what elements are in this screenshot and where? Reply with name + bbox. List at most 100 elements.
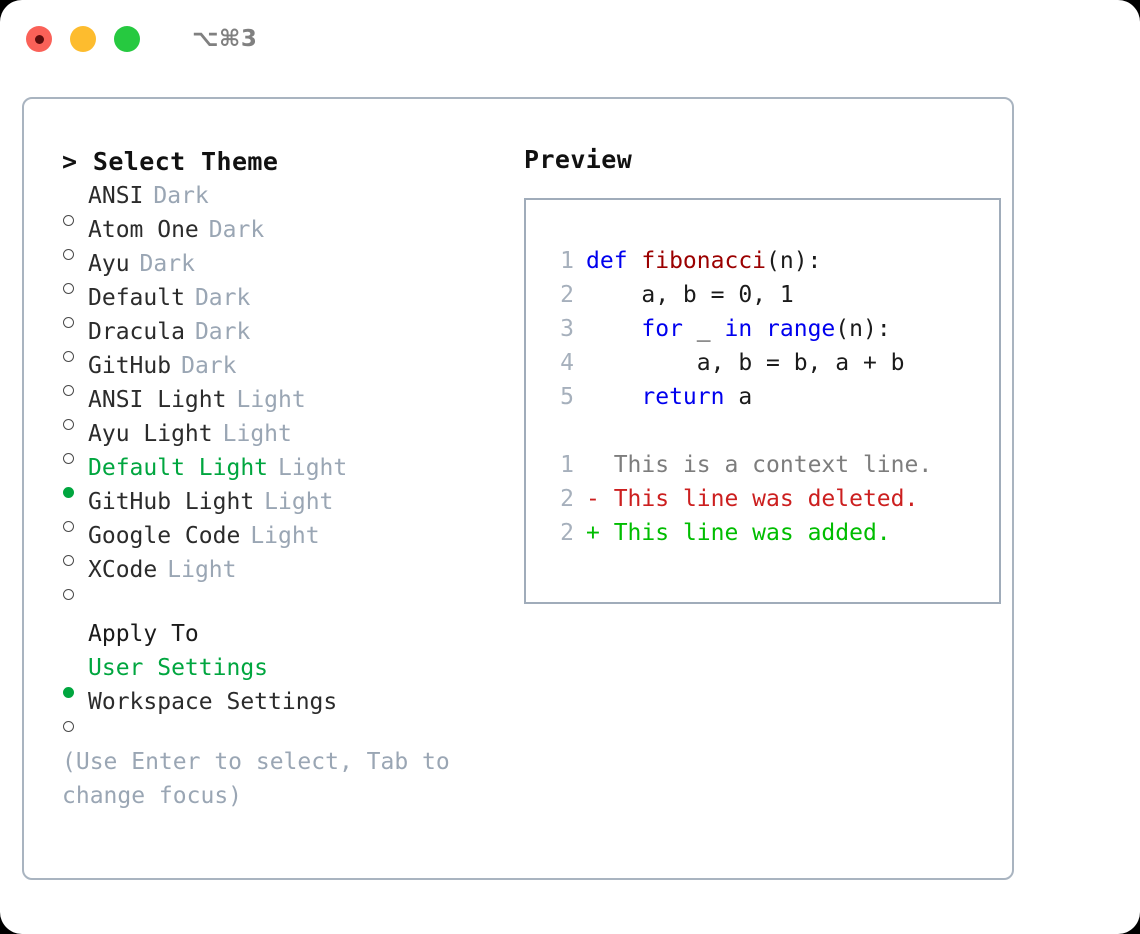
code-token: (n): bbox=[766, 248, 822, 274]
theme-option-label: Google Code bbox=[88, 523, 241, 549]
theme-option-label: XCode bbox=[88, 557, 158, 583]
code-token: (n): bbox=[835, 316, 891, 342]
code-content: a, b = b, a + b bbox=[586, 346, 905, 380]
diff-marker: + bbox=[586, 520, 600, 546]
theme-option-label: GitHub bbox=[88, 353, 172, 379]
theme-option-github-dark[interactable]: GitHub Dark bbox=[62, 349, 510, 396]
diff-marker: - bbox=[586, 486, 600, 512]
theme-selection-column: > Select Theme ANSI Dark Atom One Dark bbox=[40, 145, 510, 878]
line-number: 2 bbox=[560, 520, 574, 546]
code-token: a bbox=[724, 384, 753, 410]
theme-option-default-dark[interactable]: Default Dark bbox=[62, 281, 510, 328]
theme-option-tag: Light bbox=[250, 523, 320, 549]
theme-option-tag: Light bbox=[167, 557, 237, 583]
close-button[interactable] bbox=[26, 26, 52, 52]
theme-option-google-code[interactable]: Google Code Light bbox=[62, 519, 510, 566]
apply-to-header: Apply To bbox=[88, 621, 199, 647]
theme-option-tag: Dark bbox=[208, 217, 265, 243]
diff-marker bbox=[586, 448, 600, 482]
preview-column: Preview 1 def fibonacci(n): 2 a, b = 0, … bbox=[510, 145, 1012, 878]
code-diff-separator bbox=[544, 414, 999, 448]
code-token: for bbox=[641, 316, 683, 342]
preview-panel: 1 def fibonacci(n): 2 a, b = 0, 1 3 for … bbox=[524, 198, 1001, 604]
minimize-button[interactable] bbox=[70, 26, 96, 52]
preview-header: Preview bbox=[524, 145, 633, 174]
apply-to-option-label: User Settings bbox=[88, 655, 269, 681]
window-controls bbox=[26, 26, 140, 52]
diff-sample: 1 This is a context line. 2 - This line … bbox=[544, 448, 999, 550]
theme-option-default-light[interactable]: Default Light Light bbox=[62, 451, 510, 498]
theme-option-label: Ayu Light bbox=[88, 421, 213, 447]
theme-option-label: ANSI bbox=[88, 183, 144, 209]
theme-option-tag: Dark bbox=[181, 353, 237, 379]
code-line: 1 def fibonacci(n): bbox=[544, 244, 999, 278]
theme-option-tag: Light bbox=[264, 489, 334, 515]
line-number: 3 bbox=[560, 316, 574, 342]
theme-option-label: Dracula bbox=[88, 319, 185, 345]
theme-option-list: ANSI Dark Atom One Dark Ayu Dark bbox=[62, 179, 510, 600]
code-token: return bbox=[641, 384, 725, 410]
code-token: a, b = 0, 1 bbox=[586, 282, 794, 308]
code-token: range bbox=[766, 316, 836, 342]
code-token: in bbox=[724, 316, 753, 342]
code-sample: 1 def fibonacci(n): 2 a, b = 0, 1 3 for … bbox=[544, 244, 999, 414]
apply-to-option-workspace-settings[interactable]: Workspace Settings bbox=[62, 685, 510, 732]
theme-option-tag: Light bbox=[222, 421, 292, 447]
theme-option-atom-one-dark[interactable]: Atom One Dark bbox=[62, 213, 510, 260]
code-token: def bbox=[586, 248, 642, 274]
title-bar: ⌥⌘3 bbox=[0, 0, 1140, 78]
theme-option-tag: Dark bbox=[194, 319, 251, 345]
apply-to-option-label: Workspace Settings bbox=[88, 689, 338, 715]
theme-option-xcode[interactable]: XCode Light bbox=[62, 553, 510, 600]
diff-content: This line was deleted. bbox=[599, 486, 919, 512]
code-content: for _ in range(n): bbox=[586, 312, 891, 346]
maximize-button[interactable] bbox=[114, 26, 140, 52]
code-token: fibonacci bbox=[641, 248, 767, 274]
code-line: 3 for _ in range(n): bbox=[544, 312, 999, 346]
theme-option-tag: Dark bbox=[153, 183, 209, 209]
theme-option-github-light[interactable]: GitHub Light Light bbox=[62, 485, 510, 532]
diff-line-deleted: 2 - This line was deleted. bbox=[544, 482, 999, 516]
apply-to-option-user-settings[interactable]: User Settings bbox=[62, 651, 510, 698]
select-theme-header: > Select Theme bbox=[62, 147, 279, 176]
code-token bbox=[586, 316, 641, 342]
code-token: _ bbox=[682, 316, 725, 342]
theme-option-tag: Light bbox=[236, 387, 306, 413]
theme-option-ayu-light[interactable]: Ayu Light Light bbox=[62, 417, 510, 464]
apply-to-option-list: User Settings Workspace Settings bbox=[62, 651, 510, 732]
line-number: 1 bbox=[560, 452, 574, 478]
diff-line-context: 1 This is a context line. bbox=[544, 448, 999, 482]
code-token: a, b = b, a + b bbox=[586, 350, 905, 376]
theme-option-ansi-light[interactable]: ANSI Light Light bbox=[62, 383, 510, 430]
code-line: 2 a, b = 0, 1 bbox=[544, 278, 999, 312]
code-content: return a bbox=[586, 380, 752, 414]
diff-content: This line was added. bbox=[599, 520, 891, 546]
diff-line-added: 2 + This line was added. bbox=[544, 516, 999, 550]
code-token bbox=[752, 316, 766, 342]
theme-picker-card: > Select Theme ANSI Dark Atom One Dark bbox=[22, 97, 1014, 880]
theme-option-ayu-dark[interactable]: Ayu Dark bbox=[62, 247, 510, 294]
theme-option-tag: Dark bbox=[194, 285, 251, 311]
theme-option-tag: Light bbox=[278, 455, 348, 481]
theme-option-dracula-dark[interactable]: Dracula Dark bbox=[62, 315, 510, 362]
theme-option-label: Atom One bbox=[88, 217, 199, 243]
theme-option-label: Ayu bbox=[88, 251, 130, 277]
keyboard-hint-text: (Use Enter to select, Tab to change focu… bbox=[62, 749, 464, 809]
code-content: a, b = 0, 1 bbox=[586, 278, 794, 312]
theme-option-label: Default bbox=[88, 285, 185, 311]
diff-content: This is a context line. bbox=[599, 452, 933, 478]
section-spacer bbox=[62, 587, 510, 617]
theme-option-label: GitHub Light bbox=[88, 489, 255, 515]
theme-option-label: Default Light bbox=[88, 455, 269, 481]
code-line: 5 return a bbox=[544, 380, 999, 414]
recording-dot-icon bbox=[34, 34, 44, 44]
keyboard-shortcut-label: ⌥⌘3 bbox=[192, 26, 258, 52]
code-line: 4 a, b = b, a + b bbox=[544, 346, 999, 380]
line-number: 2 bbox=[560, 486, 574, 512]
line-number: 5 bbox=[560, 384, 574, 410]
theme-option-tag: Dark bbox=[139, 251, 195, 277]
hint-spacer bbox=[62, 719, 510, 745]
theme-option-ansi-dark[interactable]: ANSI Dark bbox=[62, 179, 510, 226]
code-token bbox=[586, 384, 641, 410]
line-number: 2 bbox=[560, 282, 574, 308]
